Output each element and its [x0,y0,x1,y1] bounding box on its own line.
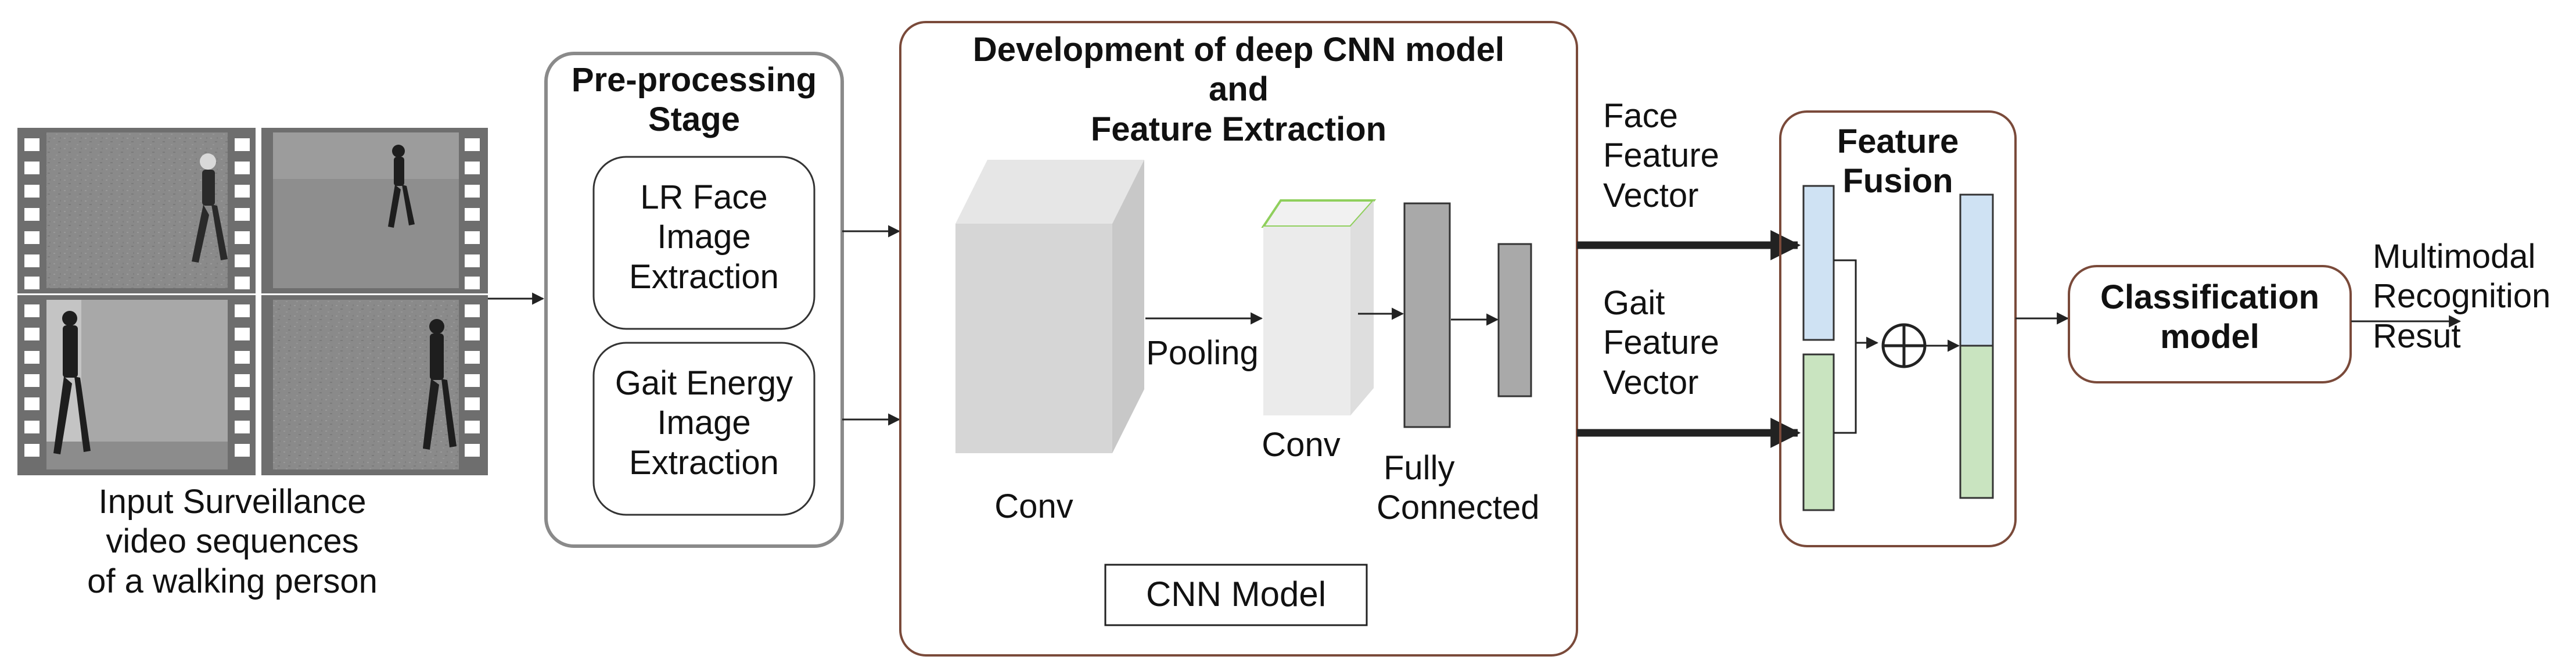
input-caption-line-3: of a walking person [87,562,378,600]
fully-connected-line-2: Connected [1377,489,1540,527]
face-extraction-line-3: Extraction [629,257,779,296]
classification-line-2: model [2160,318,2259,356]
face-vector-bar [1802,185,1835,341]
cnn-title: Development of deep CNN model and Featur… [900,30,1577,149]
gait-extraction-box [592,342,815,516]
film-frame-4 [261,295,488,475]
fully-connected-layer-2 [1497,243,1532,397]
gait-feature-vector-line-3: Vector [1603,363,1699,401]
fully-connected-label: Fully Connected [1377,449,1562,528]
fused-vector-gait-part [1959,345,1994,499]
face-feature-vector-line-3: Vector [1603,176,1699,214]
input-caption-line-2: video sequences [106,522,359,561]
feature-fusion-box [1779,110,2017,547]
gait-feature-vector-label: Gait Feature Vector [1603,284,1754,403]
feature-fusion-title-line-2: Fusion [1842,162,1953,200]
preprocessing-title-line-2: Stage [648,101,740,139]
cnn-title-line-2: and [1208,70,1269,109]
cnn-title-line-3: Feature Extraction [1090,110,1387,148]
conv1-label: Conv [994,487,1073,525]
cnn-title-line-1: Development of deep CNN model [972,31,1505,69]
preprocessing-title-line-1: Pre-processing [571,61,817,99]
film-frame-2 [261,128,488,293]
walking-person-icon [423,319,457,450]
preprocessing-stage-box [544,52,844,548]
connector-face-to-fusion [1834,259,1879,349]
gait-vector-bar [1802,353,1835,511]
fully-connected-line-1: Fully [1384,449,1455,487]
pooling-label: Pooling [1146,334,1259,372]
gait-extraction-line-3: Extraction [629,443,779,482]
face-extraction-label: LR Face Image Extraction [594,178,814,297]
input-caption: Input Surveillance video sequences of a … [35,482,430,601]
output-line-1: Multimodal [2373,238,2536,275]
classification-model-label: Classification model [2069,278,2351,357]
gait-extraction-line-2: Image [657,404,751,442]
gait-feature-vector-line-1: Gait [1603,284,1665,322]
gait-extraction-label: Gait Energy Image Extraction [594,364,814,483]
input-caption-line-1: Input Surveillance [98,483,367,521]
face-feature-vector-line-2: Feature [1603,137,1719,175]
face-extraction-box [592,156,815,330]
walking-person-icon [53,311,91,454]
walking-person-icon [192,153,228,263]
feature-fusion-title-line-1: Feature [1837,123,1959,160]
output-line-3: Resut [2373,317,2461,355]
conv2-label: Conv [1262,426,1341,464]
feature-fusion-title: Feature Fusion [1780,122,2015,202]
face-feature-vector-label: Face Feature Vector [1603,96,1754,216]
gait-extraction-line-1: Gait Energy [615,364,793,402]
cnn-model-label-box [1104,564,1368,626]
output-line-2: Recognition [2373,277,2551,315]
face-extraction-line-2: Image [657,218,751,256]
fused-vector-face-part [1959,193,1994,347]
cnn-development-box [899,21,1578,657]
conv-block-1 [955,160,1144,453]
face-extraction-line-1: LR Face [640,178,768,216]
cnn-model-label: CNN Model [1145,575,1327,614]
fully-connected-layer-1 [1403,202,1451,428]
preprocessing-title: Pre-processing Stage [546,60,842,140]
film-frame-1 [17,128,256,293]
classification-model-box [2068,265,2352,383]
classification-line-1: Classification [2100,278,2320,316]
walking-person-icon [388,145,415,228]
connector-gait-to-fusion [1834,343,1857,434]
gait-feature-vector-line-2: Feature [1603,324,1719,362]
film-frame-3 [17,295,256,475]
fusion-operator-icon [1881,323,1927,368]
face-feature-vector-line-1: Face [1603,97,1678,135]
output-label: Multimodal Recognition Resut [2373,237,2573,356]
conv-block-2 [1261,199,1377,415]
